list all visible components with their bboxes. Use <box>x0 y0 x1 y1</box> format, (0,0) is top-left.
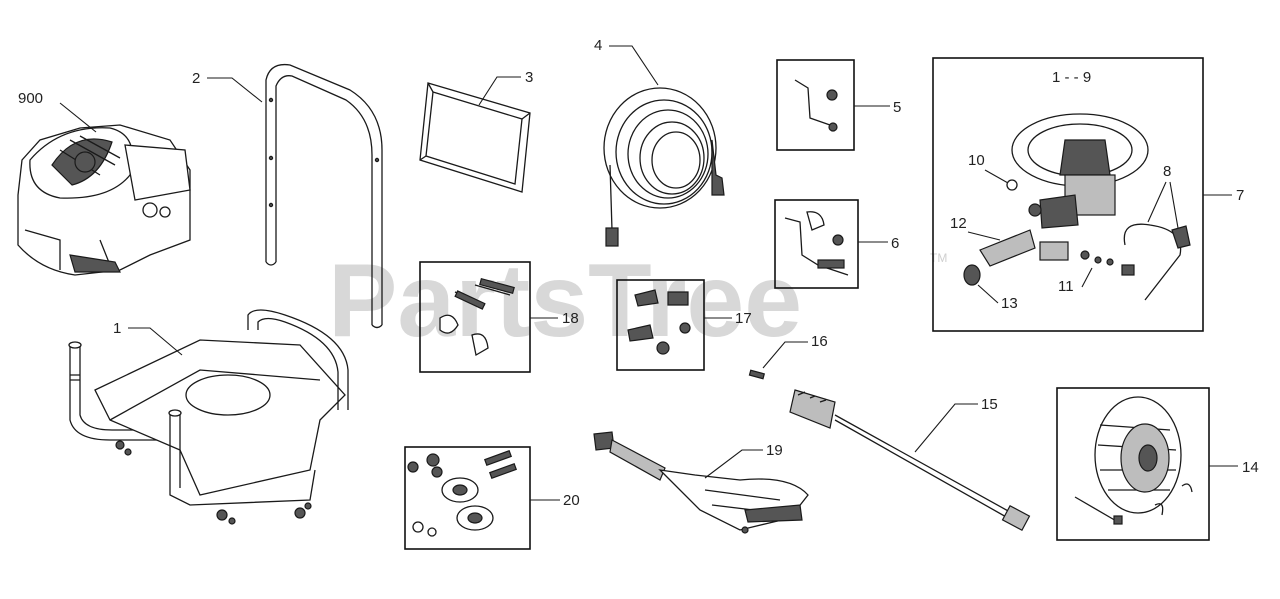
part-20-kit[interactable] <box>404 446 531 550</box>
callout-13: 13 <box>1001 295 1018 312</box>
callout-10: 10 <box>968 152 985 169</box>
part-17-kit[interactable] <box>616 279 705 371</box>
callout-2: 2 <box>192 70 200 87</box>
callout-12: 12 <box>950 215 967 232</box>
callout-20: 20 <box>563 492 580 509</box>
pin-part[interactable] <box>748 369 766 380</box>
part-5-kit[interactable] <box>776 59 855 151</box>
callout-17: 17 <box>735 310 752 327</box>
callout-18: 18 <box>562 310 579 327</box>
spray-gun-part[interactable] <box>593 431 809 534</box>
part-18-kit[interactable] <box>419 261 531 373</box>
callout-4: 4 <box>594 37 602 54</box>
callout-11: 11 <box>1058 278 1074 295</box>
callout-9: 1 - - 9 <box>1052 69 1091 86</box>
handle-part[interactable] <box>265 63 383 329</box>
engine-part[interactable] <box>17 124 191 276</box>
panel-part[interactable] <box>419 82 531 193</box>
watermark-trademark: TM <box>930 251 947 265</box>
wheel-kit[interactable] <box>1056 387 1210 541</box>
callout-900: 900 <box>18 90 43 107</box>
watermark-text: PartsTree <box>328 243 802 359</box>
callout-16: 16 <box>811 333 828 350</box>
callout-8: 8 <box>1163 163 1171 180</box>
callout-19: 19 <box>766 442 783 459</box>
callout-14: 14 <box>1242 459 1259 476</box>
spray-lance-part[interactable] <box>789 389 1031 532</box>
callout-7: 7 <box>1236 187 1244 204</box>
callout-1: 1 <box>113 320 121 337</box>
pump-part[interactable] <box>963 113 1191 301</box>
part-6-kit[interactable] <box>774 199 859 289</box>
callout-6: 6 <box>891 235 899 252</box>
callout-15: 15 <box>981 396 998 413</box>
frame-part[interactable] <box>68 309 349 525</box>
callout-5: 5 <box>893 99 901 116</box>
callout-3: 3 <box>525 69 533 86</box>
hose-part[interactable] <box>603 87 725 247</box>
